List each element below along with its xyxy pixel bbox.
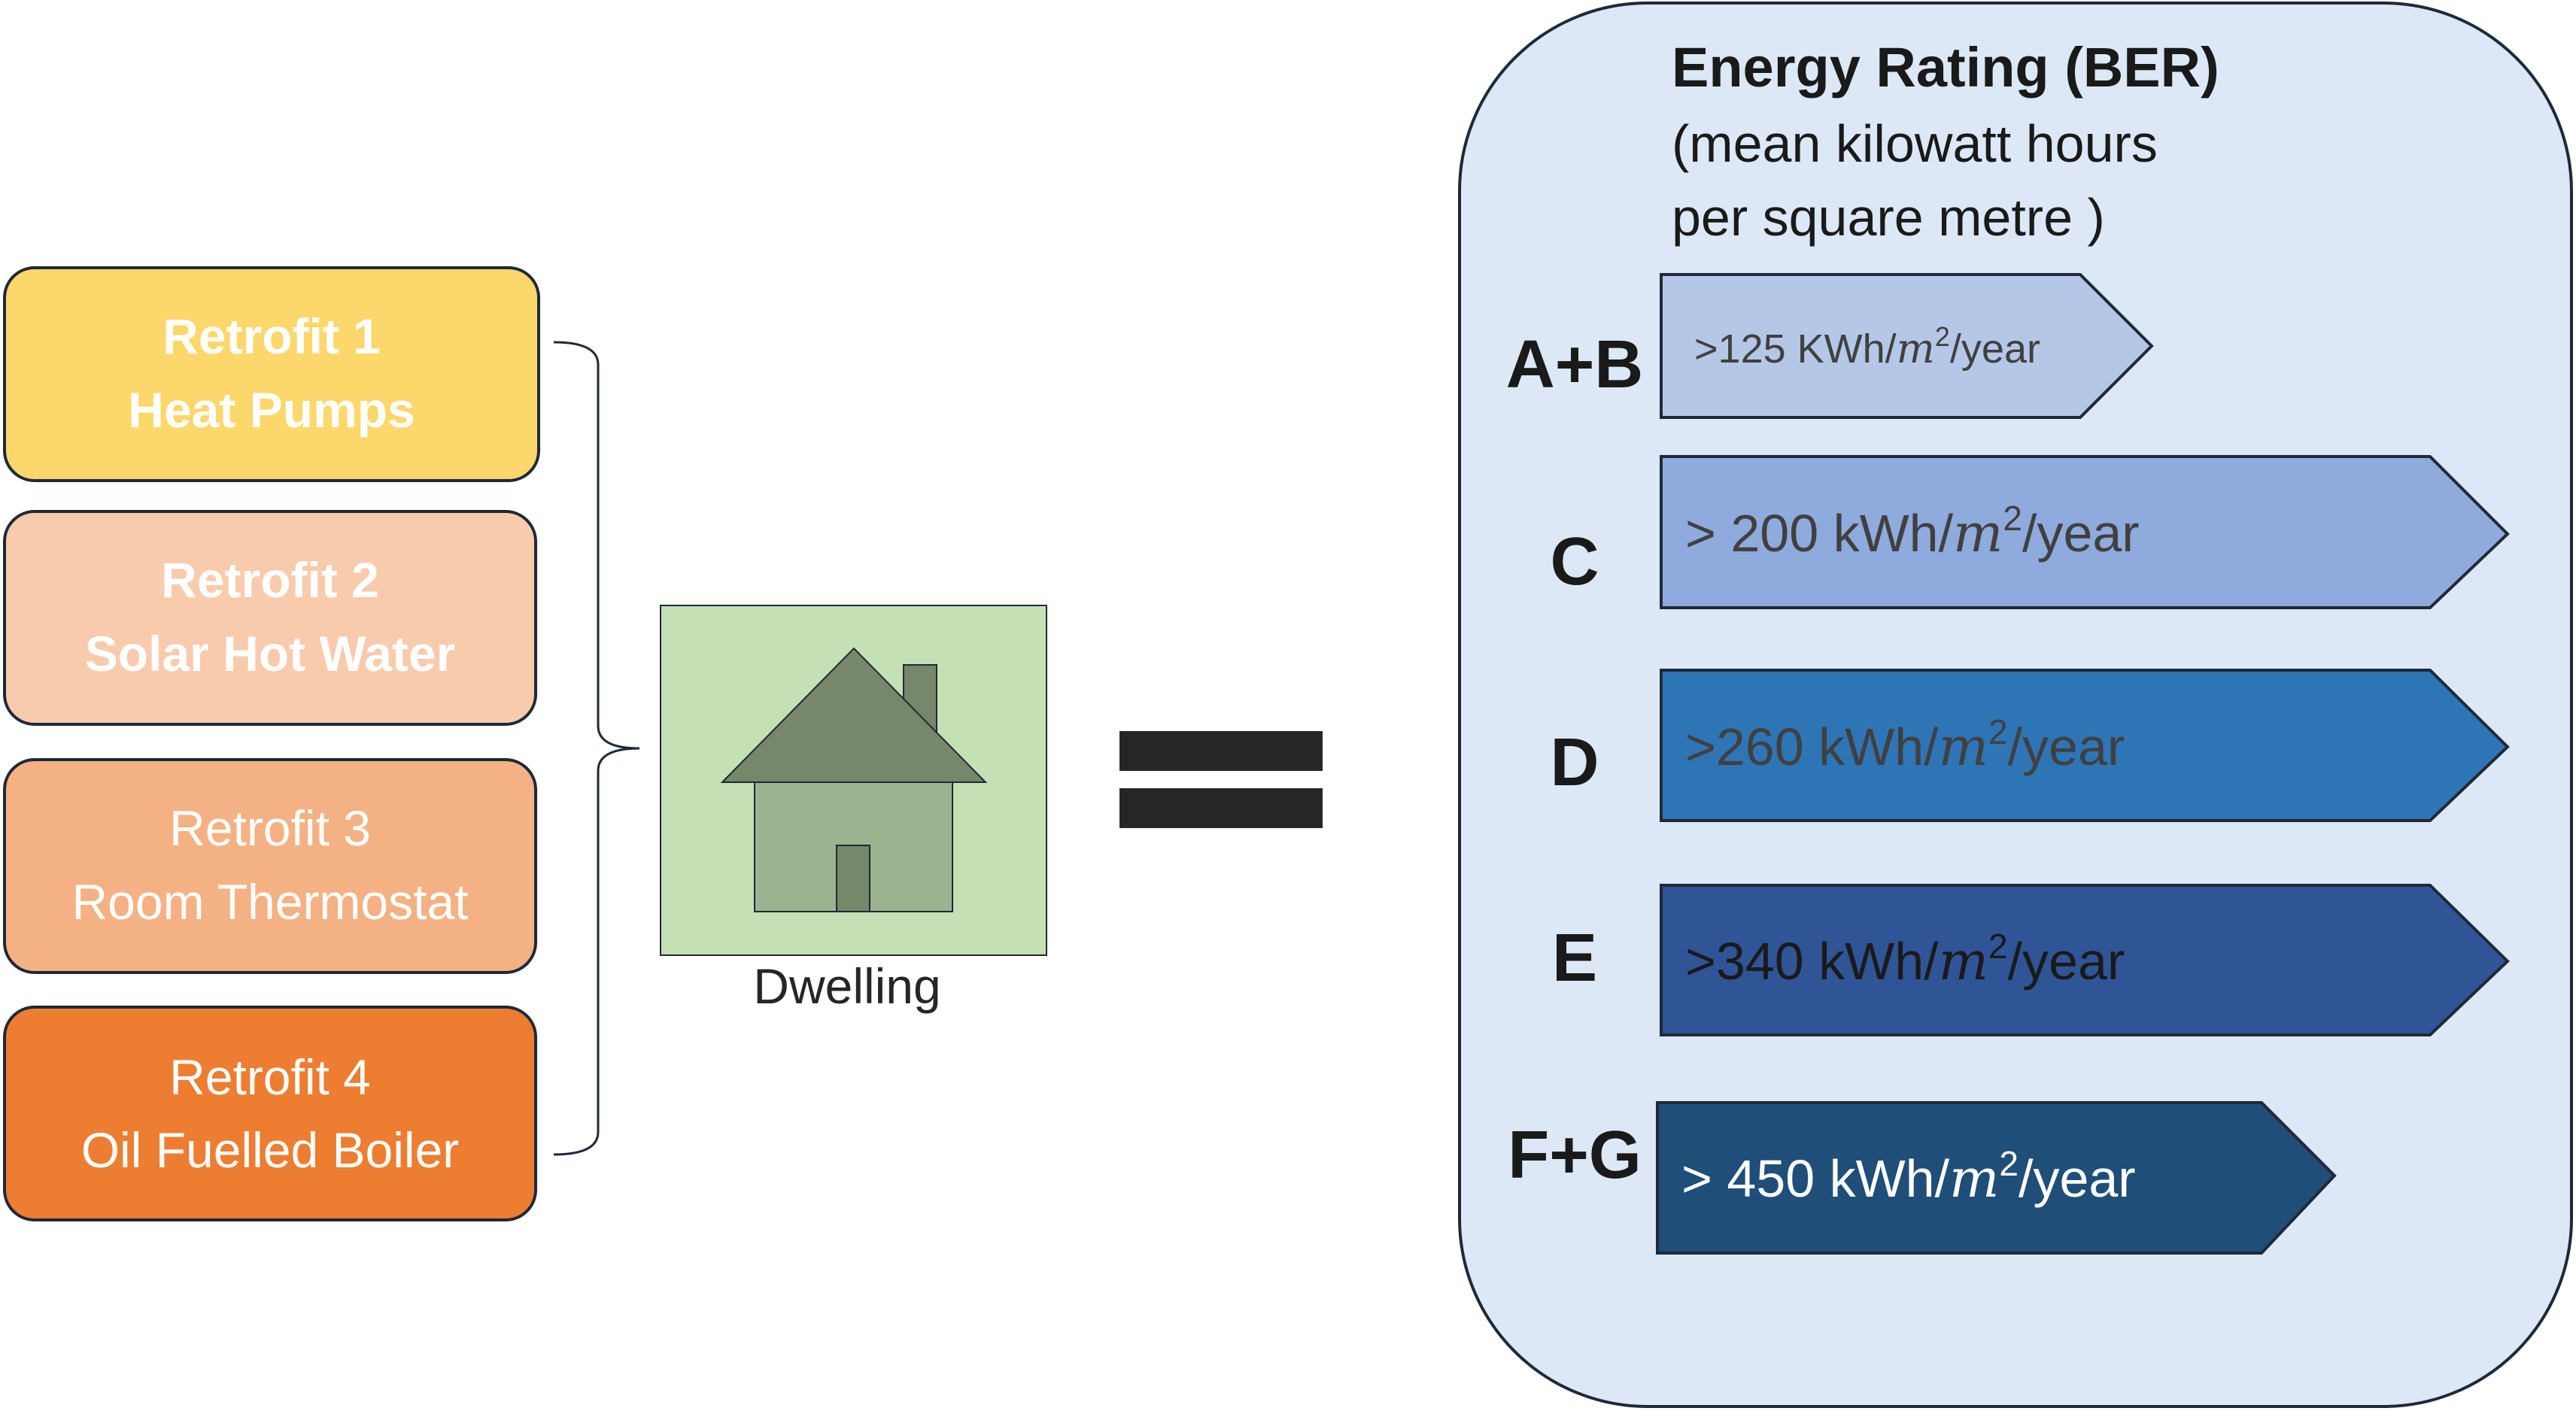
retrofit-box-4-shape [3,1006,537,1221]
house-roof [720,647,988,783]
ber-subtitle-line2: per square metre ) [1672,188,2105,247]
ber-band-c: C > 200 kWh/m2/year [1551,455,2510,609]
ber-band-fg-exponent: 2 [1999,1144,2019,1183]
dwelling-label: Dwelling [753,958,940,1014]
ber-grade-e: E [1552,921,1597,996]
retrofit-box-2: Retrofit 2 Solar Hot Water [3,510,537,726]
ber-band-fg-arrow [1656,1101,2337,1255]
ber-band-d-value: >260 kWh/m2/year [1685,712,2125,778]
ber-band-d-suffix: /year [2008,718,2125,776]
ber-band-fg-suffix: /year [2019,1149,2136,1208]
ber-band-e-value: >340 kWh/m2/year [1685,927,2125,992]
ber-subtitle-line1: (mean kilowatt hours [1672,114,2158,173]
ber-band-e: E >340 kWh/m2/year [1552,884,2510,1036]
ber-panel: Energy Rating (BER) (mean kilowatt hours… [1458,2,2573,1408]
ber-band-c-suffix: /year [2022,504,2140,563]
retrofit-4-name: Oil Fuelled Boiler [81,1122,460,1178]
retrofit-3-title: Retrofit 3 [169,800,371,856]
ber-band-fg: F+G > 450 kWh/m2/year [1508,1101,2337,1255]
retrofit-box-1-shape [3,266,540,482]
retrofit-3-name: Room Thermostat [72,874,469,930]
ber-band-ab-suffix: /year [1950,326,2040,372]
retrofit-box-1: Retrofit 1 Heat Pumps [3,266,540,482]
ber-band-c-exponent: 2 [2003,499,2022,538]
ber-grade-fg: F+G [1508,1118,1642,1193]
ber-band-ab-exponent: 2 [1935,321,1950,352]
ber-band-ab-value: >125 KWh/m2/year [1694,321,2040,372]
retrofit-box-4: Retrofit 4 Oil Fuelled Boiler [3,1006,537,1221]
ber-grade-c: C [1551,524,1599,599]
ber-band-ab-arrow [1660,273,2154,419]
retrofit-brace [553,341,640,1156]
ber-band-ab-prefix: >125 KWh/ [1694,326,1897,372]
equals-bar-bottom [1119,788,1323,828]
retrofit-2-title: Retrofit 2 [161,552,379,608]
retrofit-list: Retrofit 1 Heat Pumps Retrofit 2 Solar H… [3,266,540,1221]
ber-band-e-suffix: /year [2008,932,2125,991]
ber-band-d: D >260 kWh/m2/year [1551,669,2510,822]
ber-band-c-value: > 200 kWh/m2/year [1685,499,2140,564]
ber-grade-ab: A+B [1506,327,1644,402]
ber-band-d-arrow [1660,669,2510,822]
ber-band-d-unit: m [1939,716,1988,778]
equals-sign [1119,731,1323,828]
dwelling-group: Dwelling [660,605,1047,1014]
retrofit-box-2-shape [3,510,537,726]
ber-band-d-exponent: 2 [1988,712,2008,751]
ber-band-c-arrow [1660,455,2510,609]
ber-band-e-arrow [1660,884,2510,1036]
ber-band-c-unit: m [1953,502,2003,564]
ber-band-ab-unit: m [1897,325,1935,372]
ber-band-fg-prefix: > 450 kWh/ [1681,1149,1950,1208]
retrofit-box-3: Retrofit 3 Room Thermostat [3,758,537,974]
ber-band-e-unit: m [1939,930,1988,992]
retrofit-2-name: Solar Hot Water [85,626,456,681]
ber-band-fg-value: > 450 kWh/m2/year [1681,1144,2136,1209]
ber-band-d-prefix: >260 kWh/ [1685,718,1939,776]
retrofit-1-name: Heat Pumps [128,382,415,438]
ber-grade-d: D [1551,725,1599,800]
house-door [836,845,870,912]
retrofit-4-title: Retrofit 4 [169,1049,371,1105]
ber-band-c-prefix: > 200 kWh/ [1685,504,1954,563]
ber-band-e-prefix: >340 kWh/ [1685,932,1939,991]
retrofit-box-3-shape [3,758,537,974]
ber-band-e-exponent: 2 [1988,927,2008,966]
ber-band-fg-unit: m [1949,1148,1999,1209]
ber-band-ab: A+B >125 KWh/m2/year [1506,273,2154,419]
retrofit-1-title: Retrofit 1 [163,308,381,364]
equals-bar-top [1119,731,1323,771]
ber-title: Energy Rating (BER) [1672,36,2219,99]
